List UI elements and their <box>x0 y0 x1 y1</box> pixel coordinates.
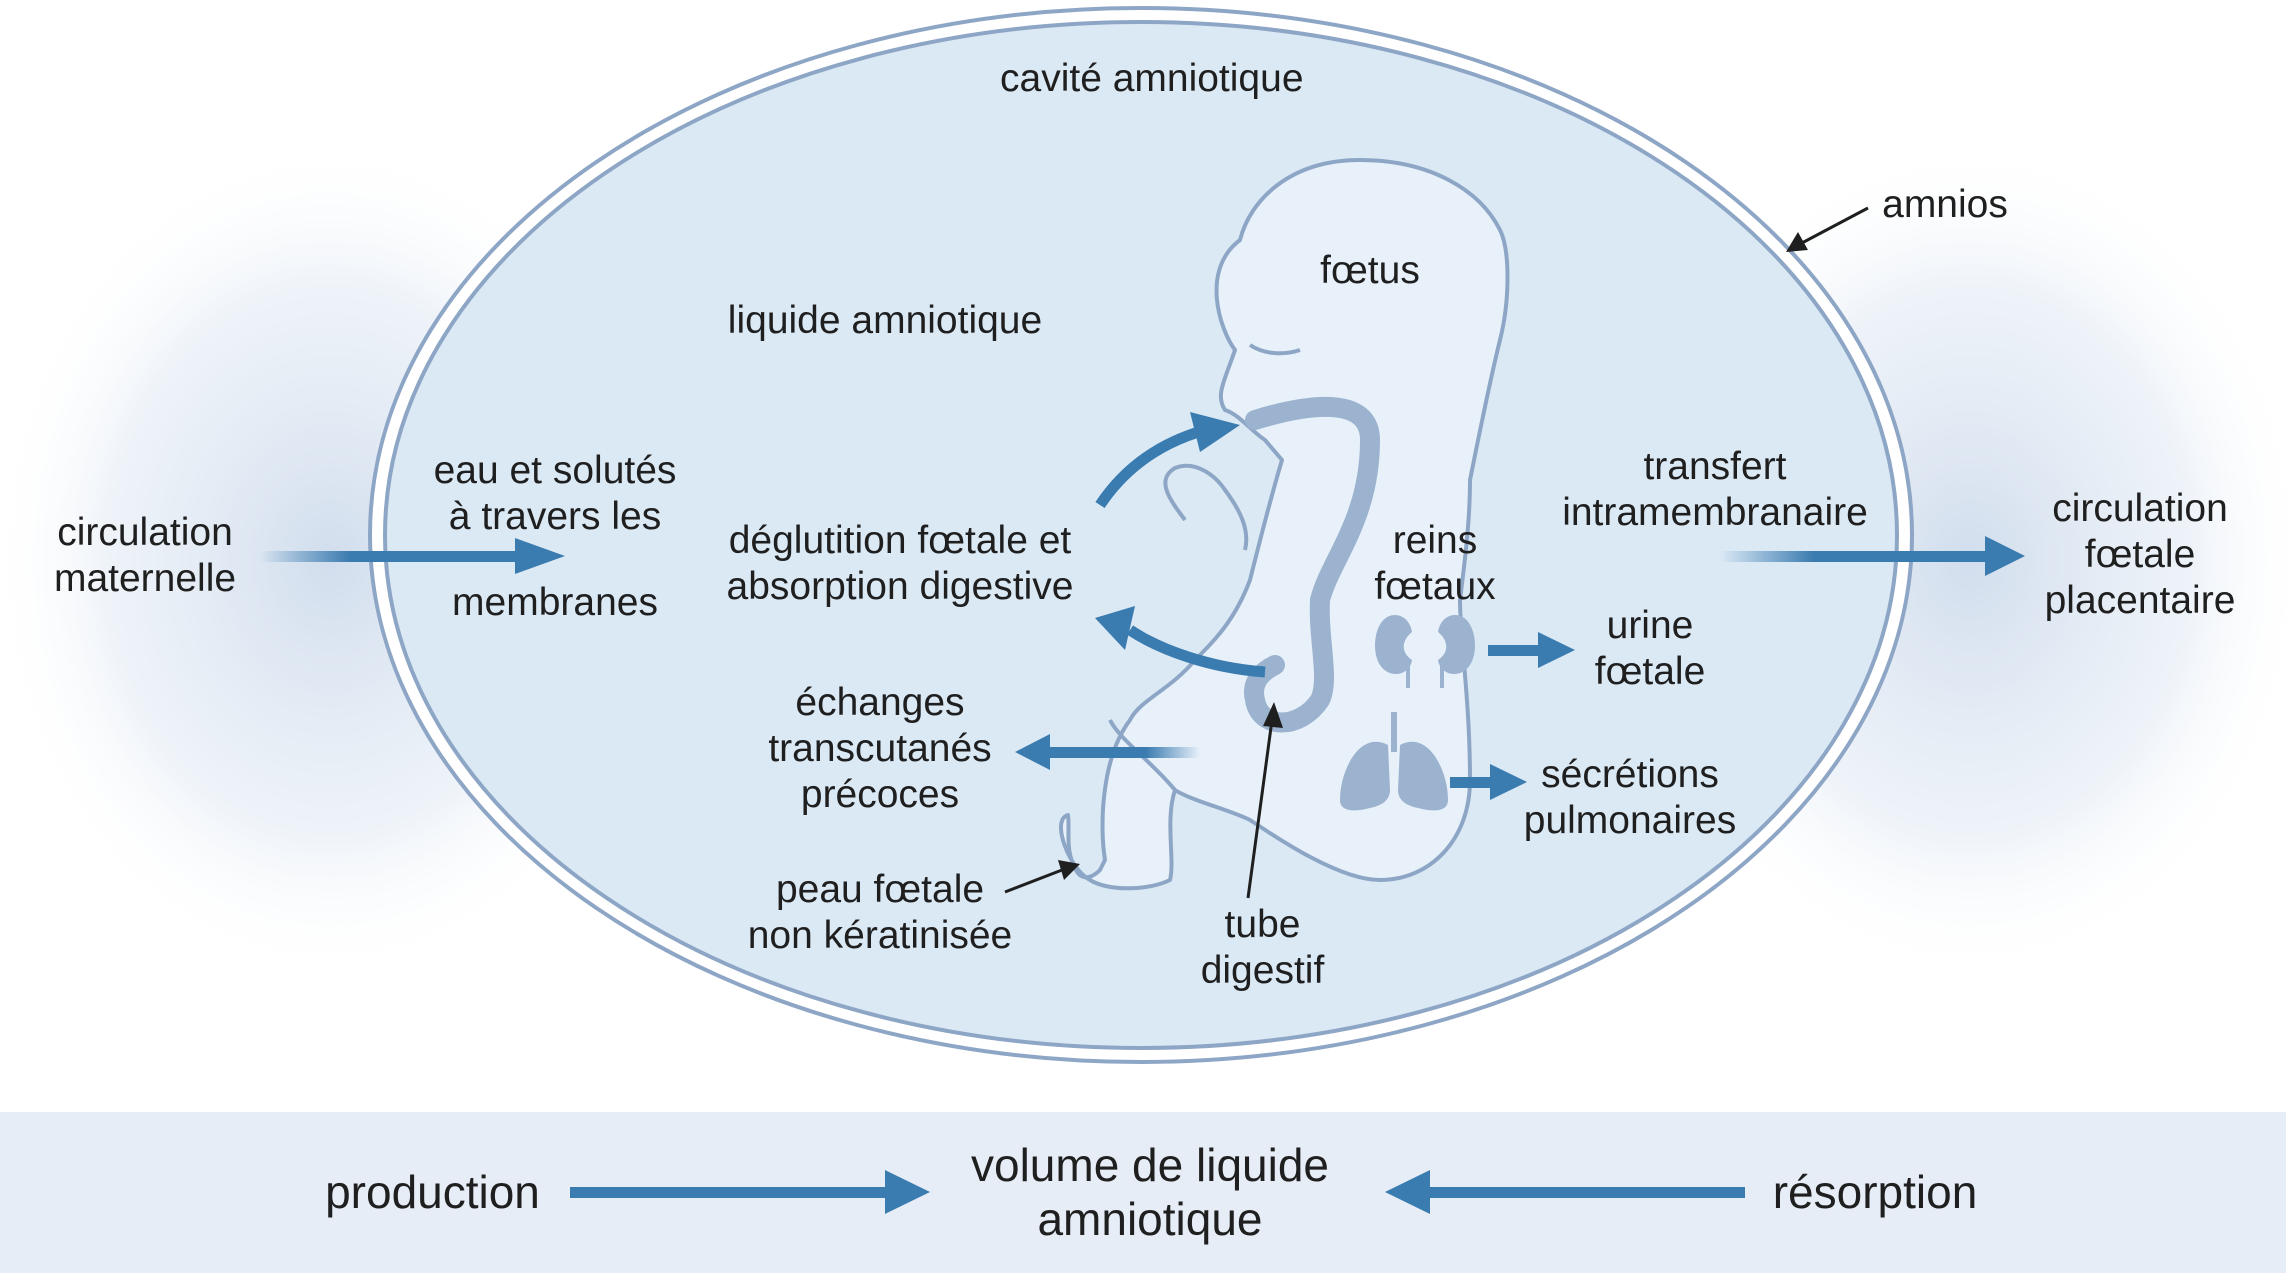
label-urine: urine fœtale <box>1580 603 1720 695</box>
arrow-production-shaft <box>570 1187 890 1198</box>
arrow-resorption-head <box>1385 1170 1430 1214</box>
label-peau-l2: non kératinisée <box>747 914 1013 957</box>
label-peau: peau fœtale non kératinisée <box>730 867 1030 959</box>
pointer-amnios-head <box>1786 232 1808 252</box>
label-echanges-l1: échanges <box>795 681 965 724</box>
label-reins-l1: reins <box>1392 519 1478 562</box>
arrows <box>260 412 2025 1214</box>
label-eau-solutes-l1: eau et solutés <box>433 449 677 492</box>
arrow-absorption-head <box>1095 606 1135 650</box>
label-urine-l1: urine <box>1606 604 1694 647</box>
pointer-tube <box>1246 719 1274 899</box>
label-foetus: fœtus <box>1320 249 1420 292</box>
arrow-urine-head <box>1538 632 1575 668</box>
label-volume-l1: volume de liquide <box>970 1139 1329 1191</box>
label-transfert-l1: transfert <box>1643 445 1787 488</box>
volume-band <box>0 1112 2286 1273</box>
label-tube: tube digestif <box>1175 902 1350 994</box>
pointer-peau-head <box>1058 860 1080 880</box>
amniotic-cavity <box>383 20 1899 1050</box>
stomach-icon <box>1244 396 1380 733</box>
arrow-transcutaneous-head <box>1015 734 1050 770</box>
arrow-urine-shaft <box>1488 645 1540 656</box>
label-transfert-l2: intramembranaire <box>1562 491 1868 534</box>
label-transfert: transfert intramembranaire <box>1545 444 1885 536</box>
label-liquide: liquide amniotique <box>727 299 1043 342</box>
pointer-tube-head <box>1263 702 1283 728</box>
arrow-lungs-head <box>1490 764 1527 800</box>
label-production: production <box>325 1166 540 1218</box>
label-tube-l1: tube <box>1224 903 1301 946</box>
label-circulation-foetale: circulation fœtale placentaire <box>2010 486 2270 624</box>
label-circulation-foetale-l3: placentaire <box>2044 579 2236 622</box>
label-amnios: amnios <box>1882 183 2008 226</box>
label-resorption: résorption <box>1772 1166 1978 1218</box>
label-circulation-maternelle: circulation maternelle <box>20 510 270 602</box>
label-cavite: cavité amniotique <box>1000 57 1304 100</box>
label-secretions: sécrétions pulmonaires <box>1510 752 1750 844</box>
arrow-transfer-head <box>1985 536 2025 576</box>
pointer-amnios <box>1799 206 1869 246</box>
label-peau-l1: peau fœtale <box>775 868 985 911</box>
arrow-production-head <box>885 1170 930 1214</box>
kidneys-icon <box>1375 615 1475 688</box>
label-eau-solutes: eau et solutés à travers les <box>410 448 700 540</box>
label-volume-l2: amniotique <box>1037 1193 1263 1245</box>
label-eau-solutes-l2: à travers les <box>448 495 662 538</box>
label-deglutition-l2: absorption digestive <box>726 565 1074 608</box>
label-membranes: membranes <box>452 581 658 624</box>
label-deglutition-l1: déglutition fœtale et <box>728 519 1072 562</box>
label-secretions-l2: pulmonaires <box>1523 799 1737 842</box>
label-volume: volume de liquide amniotique <box>940 1138 1360 1246</box>
arrow-transcutaneous-shaft <box>1045 747 1200 758</box>
label-circulation-foetale-l1: circulation <box>2052 487 2228 530</box>
label-echanges-l2: transcutanés <box>768 727 992 770</box>
arrow-lungs-shaft <box>1450 777 1492 788</box>
foetus-icon <box>1059 158 1510 891</box>
label-reins: reins fœtaux <box>1360 518 1510 610</box>
label-tube-l2: digestif <box>1200 949 1325 992</box>
arrow-maternal-shaft <box>260 551 520 562</box>
pointer-peau <box>1004 868 1063 894</box>
arrow-transfer-shaft <box>1720 551 1990 562</box>
arrow-maternal-head <box>515 538 565 574</box>
arrow-resorption-shaft <box>1425 1187 1745 1198</box>
arrow-swallow-head <box>1190 412 1240 452</box>
label-urine-l2: fœtale <box>1594 650 1706 693</box>
arrow-absorption <box>1126 625 1266 678</box>
label-deglutition: déglutition fœtale et absorption digesti… <box>700 518 1100 610</box>
lungs-icon <box>1340 712 1448 811</box>
label-circulation-maternelle-l1: circulation <box>57 511 233 554</box>
label-secretions-l1: sécrétions <box>1541 753 1719 796</box>
label-echanges-l3: précoces <box>800 773 960 816</box>
label-echanges: échanges transcutanés précoces <box>745 680 1015 818</box>
label-circulation-maternelle-l2: maternelle <box>53 557 237 600</box>
label-reins-l2: fœtaux <box>1374 565 1496 608</box>
pointers <box>1004 206 1869 899</box>
label-circulation-foetale-l2: fœtale <box>2084 533 2196 576</box>
arrow-swallow <box>1095 424 1207 509</box>
